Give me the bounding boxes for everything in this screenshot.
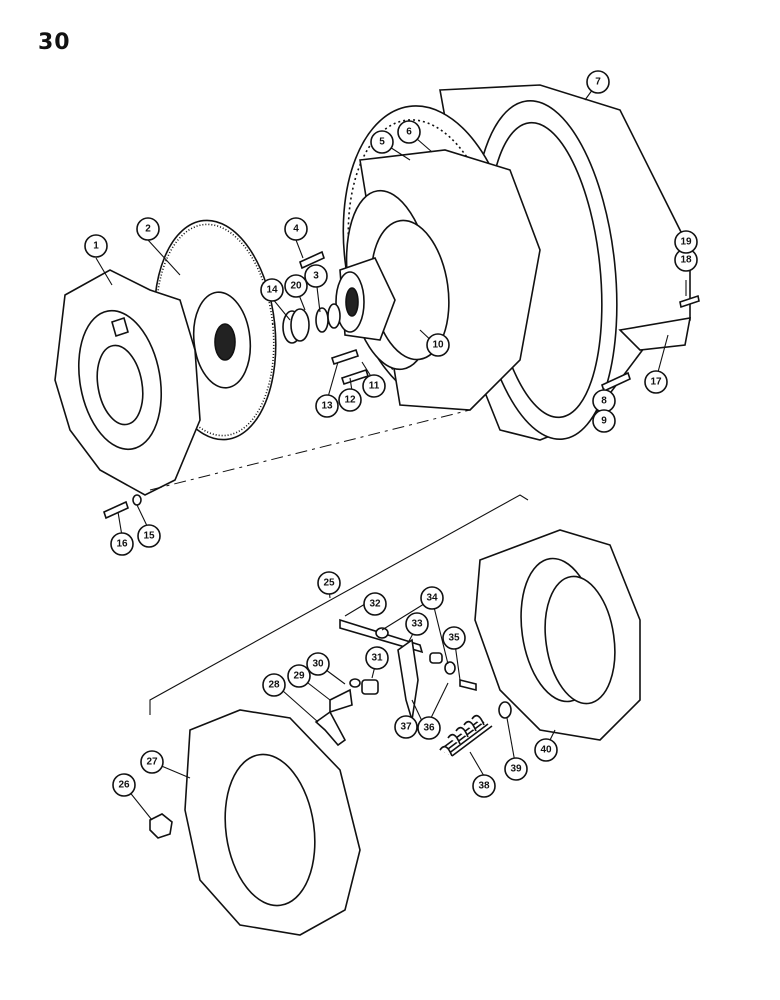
svg-text:25: 25: [323, 578, 335, 589]
svg-text:14: 14: [266, 285, 278, 296]
callout-13: 13: [315, 394, 339, 418]
svg-text:33: 33: [411, 619, 423, 630]
callout-19: 19: [674, 230, 698, 254]
pressure-spring: [439, 701, 512, 757]
svg-text:39: 39: [510, 764, 522, 775]
svg-text:37: 37: [400, 722, 412, 733]
svg-text:27: 27: [146, 757, 158, 768]
svg-text:29: 29: [293, 671, 305, 682]
svg-text:5: 5: [379, 137, 385, 148]
callout-26: 26: [112, 773, 136, 797]
svg-text:36: 36: [423, 723, 435, 734]
assembly-bracket: [149, 494, 529, 715]
callout-40: 40: [534, 738, 558, 762]
callout-28: 28: [262, 673, 286, 697]
callout-17: 17: [644, 370, 668, 394]
flywheel: [342, 105, 541, 411]
svg-text:20: 20: [290, 281, 302, 292]
callout-31: 31: [365, 646, 389, 670]
svg-text:12: 12: [344, 395, 356, 406]
callout-4: 4: [284, 217, 308, 241]
callout-7: 7: [586, 70, 610, 94]
callout-34: 34: [420, 586, 444, 610]
svg-text:18: 18: [680, 255, 692, 266]
callout-8: 8: [592, 389, 616, 413]
clutch-cover: [184, 709, 361, 936]
callout-12: 12: [338, 388, 362, 412]
callout-1: 1: [84, 234, 108, 258]
callout-2: 2: [136, 217, 160, 241]
callout-10: 10: [426, 333, 450, 357]
pressure-plate-assembly: [54, 269, 201, 496]
svg-text:17: 17: [650, 377, 662, 388]
callout-11: 11: [362, 374, 386, 398]
svg-text:10: 10: [432, 340, 444, 351]
svg-text:30: 30: [312, 659, 324, 670]
callout-39: 39: [504, 757, 528, 781]
pressure-plate: [474, 529, 641, 741]
callout-30: 30: [306, 652, 330, 676]
svg-text:2: 2: [145, 224, 151, 235]
release-lever-parts: [314, 618, 477, 747]
callout-32: 32: [363, 592, 387, 616]
svg-text:7: 7: [595, 77, 601, 88]
svg-text:3: 3: [313, 271, 319, 282]
svg-text:32: 32: [369, 599, 381, 610]
callout-16: 16: [110, 532, 134, 556]
svg-text:26: 26: [118, 780, 130, 791]
svg-text:38: 38: [478, 781, 490, 792]
callout-15: 15: [137, 524, 161, 548]
svg-text:31: 31: [371, 653, 383, 664]
svg-text:34: 34: [426, 593, 438, 604]
svg-text:28: 28: [268, 680, 280, 691]
callout-20: 20: [284, 274, 308, 298]
nut: [149, 813, 173, 839]
svg-text:15: 15: [143, 531, 155, 542]
pilot-hub: [335, 257, 396, 341]
svg-text:11: 11: [369, 381, 380, 392]
pilot-bearing-set: [282, 303, 341, 344]
svg-text:40: 40: [540, 745, 552, 756]
callout-35: 35: [442, 626, 466, 650]
svg-text:8: 8: [601, 396, 607, 407]
callout-33: 33: [405, 612, 429, 636]
page-number: 30: [38, 30, 71, 55]
svg-text:16: 16: [116, 539, 128, 550]
callout-27: 27: [140, 750, 164, 774]
svg-text:19: 19: [680, 237, 692, 248]
callout-3: 3: [304, 264, 328, 288]
svg-text:1: 1: [93, 241, 99, 252]
svg-text:35: 35: [448, 633, 460, 644]
callout-14: 14: [260, 278, 284, 302]
callout-9: 9: [592, 409, 616, 433]
callout-5: 5: [370, 130, 394, 154]
svg-text:6: 6: [406, 127, 412, 138]
callout-38: 38: [472, 774, 496, 798]
callout-29: 29: [287, 664, 311, 688]
centerline: [149, 409, 471, 491]
callout-25: 25: [317, 571, 341, 595]
callout-37: 37: [394, 715, 418, 739]
svg-text:4: 4: [293, 224, 299, 235]
svg-text:9: 9: [601, 416, 607, 427]
callout-6: 6: [397, 120, 421, 144]
callout-36: 36: [417, 716, 441, 740]
svg-text:13: 13: [321, 401, 333, 412]
